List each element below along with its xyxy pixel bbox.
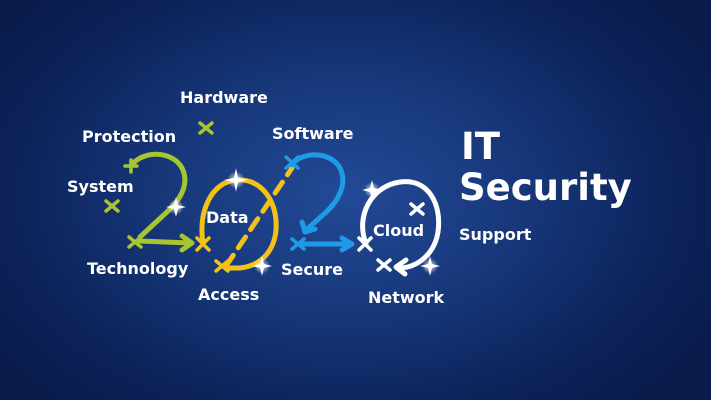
cross-mark-icon	[195, 236, 230, 273]
title-it: IT	[461, 125, 501, 168]
label-technology: Technology	[87, 259, 189, 278]
label-protection: Protection	[82, 127, 177, 146]
label-hardware: Hardware	[180, 88, 268, 107]
cross-mark-icon	[123, 158, 143, 249]
decor-cross-icon	[104, 121, 214, 213]
label-access: Access	[198, 285, 260, 304]
label-support: Support	[459, 225, 532, 244]
digit-0-first	[199, 165, 295, 271]
label-network: Network	[368, 288, 445, 307]
digit-2-second	[289, 152, 355, 253]
label-system: System	[67, 177, 134, 196]
label-software: Software	[272, 124, 354, 143]
digit-0-second	[360, 179, 442, 277]
label-data: Data	[206, 208, 249, 227]
cross-mark-icon	[284, 155, 306, 251]
cross-mark-icon	[357, 202, 425, 272]
title-security: Security	[459, 166, 632, 209]
label-secure: Secure	[281, 260, 343, 279]
label-cloud: Cloud	[373, 221, 425, 240]
sparkle-icon	[166, 168, 440, 276]
